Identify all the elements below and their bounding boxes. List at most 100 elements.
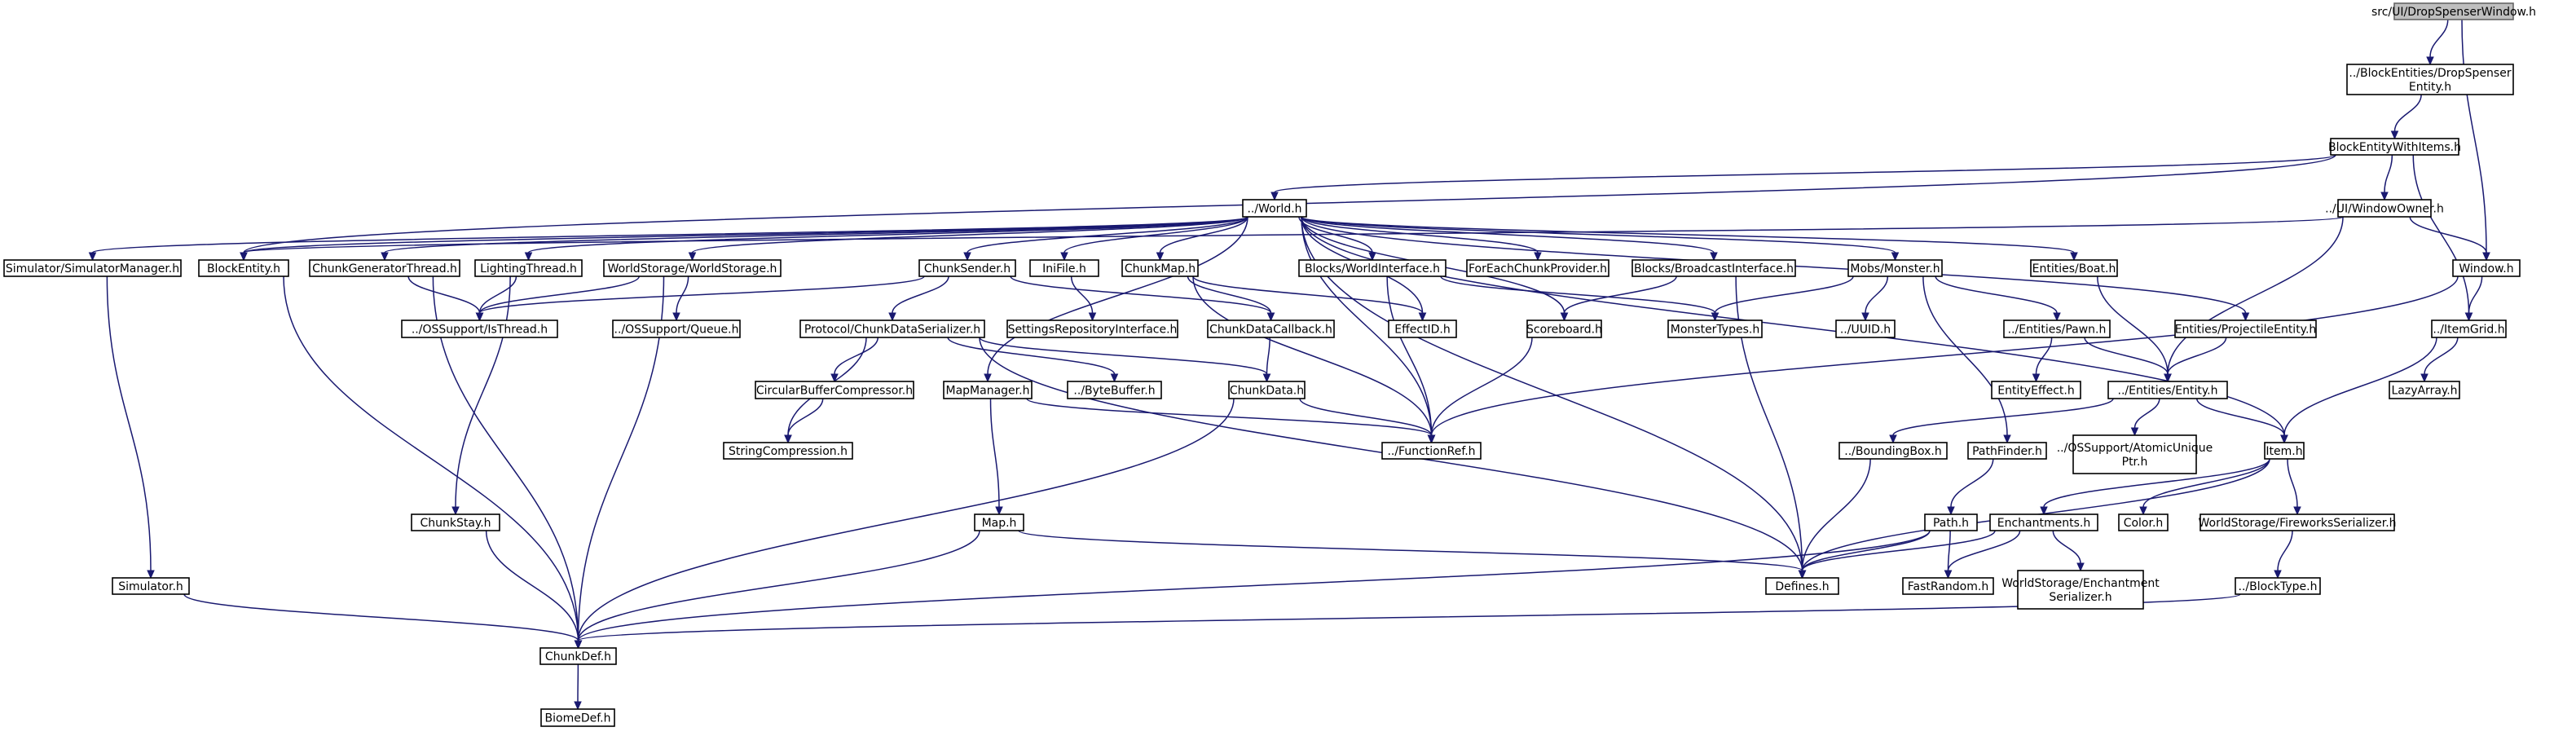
node-item[interactable]: Item.h: [2264, 442, 2305, 460]
node-simulator[interactable]: Simulator.h: [112, 577, 190, 595]
node-label: src/UI/DropSpenserWindow.h: [2371, 6, 2536, 19]
node-isthread[interactable]: ../OSSupport/IsThread.h: [401, 320, 558, 338]
edge-cdcallback-to-chunkdata: [1266, 337, 1270, 375]
edge-arrowhead: [830, 373, 839, 383]
edge-world-to-functionref: [1301, 216, 1433, 436]
edge-item-to-fireworks: [2287, 458, 2298, 508]
node-blocktype[interactable]: ../BlockType.h: [2235, 577, 2321, 595]
node-worldinterface[interactable]: Blocks/WorldInterface.h: [1298, 259, 1447, 277]
node-monstertypes[interactable]: MonsterTypes.h: [1667, 320, 1763, 338]
node-chunkmap[interactable]: ChunkMap.h: [1121, 259, 1199, 277]
node-bbox[interactable]: ../BoundingBox.h: [1838, 442, 1948, 460]
node-fastrandom[interactable]: FastRandom.h: [1902, 577, 1994, 595]
node-box: [1298, 259, 1447, 277]
node-box: [309, 259, 460, 277]
edge-arrowhead: [2003, 434, 2011, 444]
node-chunkdata[interactable]: ChunkData.h: [1228, 381, 1306, 399]
node-broadcast[interactable]: Blocks/BroadcastInterface.h: [1631, 259, 1796, 277]
edge-circbuf-to-strcomp: [787, 398, 824, 436]
edge-projectile-to-entity: [2167, 337, 2227, 375]
edge-arrowhead: [1266, 312, 1275, 322]
edge-arrowhead: [524, 252, 533, 262]
edge-arrowhead: [240, 252, 248, 262]
node-simmgr[interactable]: Simulator/SimulatorManager.h: [3, 259, 182, 277]
node-label: Serializer.h: [2049, 591, 2111, 604]
node-label: WorldStorage/WorldStorage.h: [608, 262, 777, 275]
edge-world-to-inifile: [1063, 216, 1248, 253]
node-box: [1765, 577, 1839, 595]
edge-blocktype-to-chunkdef: [577, 593, 2241, 641]
node-biomedef[interactable]: BiomeDef.h: [540, 708, 615, 727]
node-map[interactable]: Map.h: [974, 513, 1024, 531]
node-itemgrid[interactable]: ../ItemGrid.h: [2431, 320, 2507, 338]
node-scoreboard[interactable]: Scoreboard.h: [1526, 320, 1602, 338]
node-settings[interactable]: SettingsRepositoryInterface.h: [1006, 320, 1178, 338]
node-cdcallback[interactable]: ChunkDataCallback.h: [1207, 320, 1335, 338]
node-box: [474, 259, 583, 277]
node-projectile[interactable]: Entities/ProjectileEntity.h: [2174, 320, 2317, 338]
node-world[interactable]: ../World.h: [1242, 199, 1307, 218]
node-enchantments[interactable]: Enchantments.h: [1989, 513, 2098, 531]
node-box: [2107, 381, 2228, 399]
edge-arrowhead: [2293, 506, 2301, 516]
node-label: Enchantments.h: [1997, 517, 2090, 530]
node-effectid[interactable]: EffectID.h: [1388, 320, 1457, 338]
node-mapmanager[interactable]: MapManager.h: [943, 381, 1033, 399]
node-strcomp[interactable]: StringCompression.h: [723, 442, 853, 460]
node-monster[interactable]: Mobs/Monster.h: [1847, 259, 1943, 277]
node-functionref[interactable]: ../FunctionRef.h: [1381, 442, 1482, 460]
node-foreach[interactable]: ForEachChunkProvider.h: [1466, 259, 1609, 277]
node-label: ../ItemGrid.h: [2433, 324, 2504, 337]
edge-arrowhead: [2482, 252, 2490, 262]
node-entityeffect[interactable]: EntityEffect.h: [1991, 381, 2081, 399]
node-boat[interactable]: Entities/Boat.h: [2030, 259, 2118, 277]
node-protocol[interactable]: Protocol/ChunkDataSerializer.h: [799, 320, 985, 338]
node-label: ChunkSender.h: [924, 262, 1011, 275]
node-label: ../Entities/Pawn.h: [2008, 324, 2107, 337]
node-circbuf[interactable]: CircularBufferCompressor.h: [755, 381, 914, 399]
node-bewi[interactable]: BlockEntityWithItems.h: [2328, 138, 2461, 156]
node-color[interactable]: Color.h: [2118, 513, 2169, 531]
node-pathfinder[interactable]: PathFinder.h: [1967, 442, 2047, 460]
node-box: [2072, 434, 2197, 474]
node-box: [1631, 259, 1796, 277]
node-defines[interactable]: Defines.h: [1765, 577, 1839, 595]
edge-arrowhead: [2464, 312, 2473, 322]
node-window[interactable]: Window.h: [2452, 259, 2521, 277]
edge-arrowhead: [1861, 312, 1869, 322]
node-bytebuffer[interactable]: ../ByteBuffer.h: [1067, 381, 1162, 399]
node-label: WorldStorage/FireworksSerializer.h: [2198, 517, 2396, 530]
node-cgt[interactable]: ChunkGeneratorThread.h: [309, 259, 460, 277]
node-label: ../BoundingBox.h: [1844, 445, 1941, 458]
node-box: [2393, 2, 2514, 20]
node-pawn[interactable]: ../Entities/Pawn.h: [2003, 320, 2111, 338]
node-label: Map.h: [982, 517, 1017, 530]
edge-world-to-monster: [1301, 216, 1896, 253]
node-windowowner[interactable]: ../UI/WindowOwner.h: [2325, 199, 2444, 218]
edge-cgt-to-chunkdef: [432, 275, 579, 641]
node-uuid[interactable]: ../UUID.h: [1835, 320, 1896, 338]
node-queue[interactable]: ../OSSupport/Queue.h: [612, 320, 741, 338]
node-entity[interactable]: ../Entities/Entity.h: [2107, 381, 2228, 399]
node-chunkstay[interactable]: ChunkStay.h: [411, 513, 500, 531]
node-chunksender[interactable]: ChunkSender.h: [918, 259, 1016, 277]
edge-arrowhead: [1418, 312, 1427, 322]
node-box: [198, 259, 289, 277]
node-fireworks[interactable]: WorldStorage/FireworksSerializer.h: [2198, 513, 2397, 531]
node-path[interactable]: Path.h: [1924, 513, 1978, 531]
node-inifile[interactable]: IniFile.h: [1029, 259, 1099, 277]
node-label: Simulator.h: [118, 580, 183, 593]
node-lazyarray[interactable]: LazyArray.h: [2389, 381, 2460, 399]
node-label: ../FunctionRef.h: [1387, 445, 1475, 458]
node-box: [603, 259, 782, 277]
node-lighting[interactable]: LightingThread.h: [474, 259, 583, 277]
node-box: [2235, 577, 2321, 595]
node-blockentity[interactable]: BlockEntity.h: [198, 259, 289, 277]
node-label: ../BlockType.h: [2239, 580, 2318, 593]
node-worldstorage[interactable]: WorldStorage/WorldStorage.h: [603, 259, 782, 277]
node-chunkdef[interactable]: ChunkDef.h: [539, 647, 617, 665]
edge-window-to-functionref: [1430, 275, 2459, 436]
